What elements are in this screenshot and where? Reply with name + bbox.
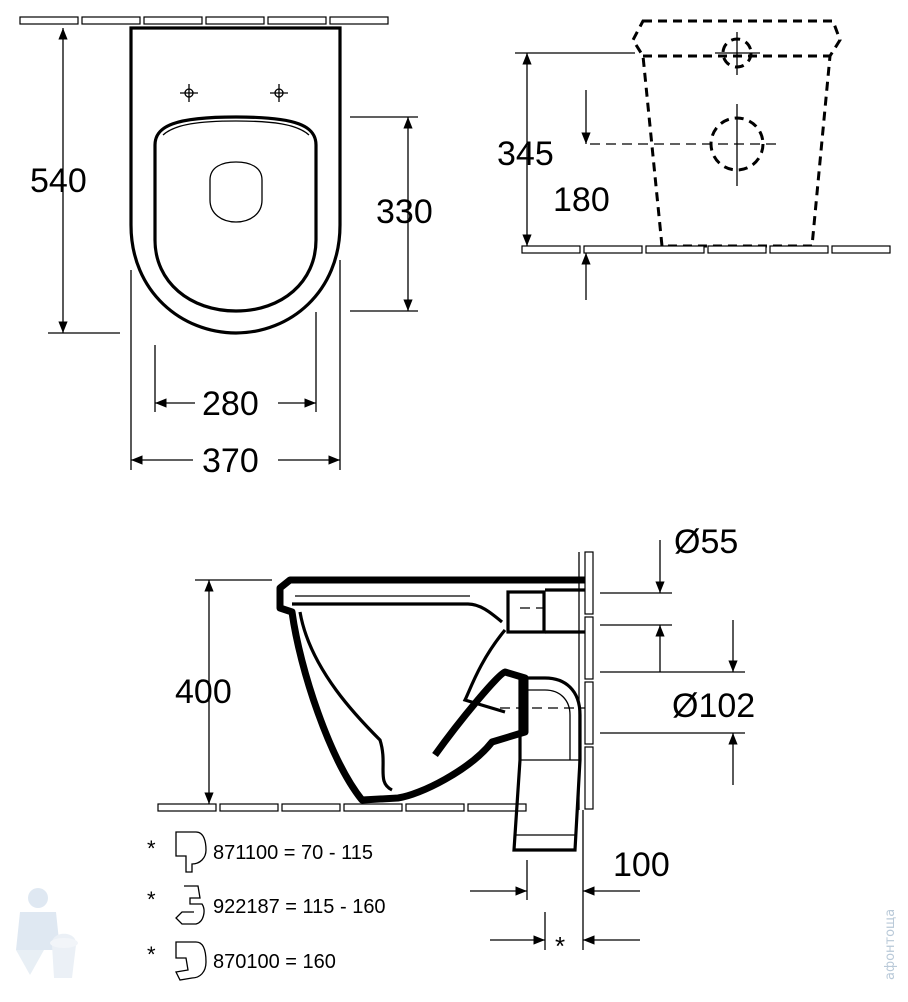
legend-marker: *	[147, 887, 156, 912]
asterisk-dimension-label: *	[555, 931, 565, 961]
rear-view: 345 180	[497, 19, 891, 300]
inlet-hole-marker	[715, 32, 760, 75]
plumber-logo-icon	[16, 888, 78, 978]
legend-item: * 870100 = 160	[147, 941, 336, 981]
pipe-elbow-offset-icon	[175, 885, 205, 925]
outer-width-dimension-label: 370	[202, 442, 259, 480]
fixing-marker-right	[270, 84, 288, 102]
floor-tiles-side	[157, 803, 527, 812]
offset-dimension-label: 100	[613, 846, 670, 884]
pipe-elbow-long-icon	[175, 941, 207, 981]
outlet-diameter-label: Ø102	[672, 687, 755, 725]
inlet-height-dimension-label: 345	[497, 135, 554, 173]
height-dimension-label: 400	[175, 673, 232, 711]
fixing-marker-left	[180, 84, 198, 102]
seat-outline-top	[153, 115, 318, 313]
outlet-height-dimension-label: 180	[553, 181, 610, 219]
floor-tiles-rear	[521, 245, 891, 254]
inlet-diameter-label: Ø55	[674, 523, 738, 561]
inner-width-dimension-label: 280	[202, 385, 259, 423]
top-view: 540 330 280 370	[19, 16, 433, 480]
outlet-hole-marker	[590, 104, 780, 186]
bowl-outline-top	[129, 26, 342, 335]
bowl-body-side	[276, 576, 585, 804]
wall-tiles-top	[19, 16, 389, 25]
inlet-spigot	[506, 590, 546, 634]
outlet-elbow-pipe	[500, 676, 585, 852]
legend-text: 922187 = 115 - 160	[213, 896, 386, 918]
rear-body-outline	[631, 19, 842, 248]
depth-dimension-label: 540	[30, 162, 87, 200]
legend: * 871100 = 70 - 115 * 922187 = 115 - 160…	[147, 831, 386, 981]
legend-item: * 922187 = 115 - 160	[147, 885, 386, 925]
bowl-opening-top	[209, 161, 263, 223]
legend-item: * 871100 = 70 - 115	[147, 831, 373, 873]
legend-marker: *	[147, 836, 156, 861]
legend-text: 871100 = 70 - 115	[213, 842, 373, 864]
legend-text: 870100 = 160	[213, 951, 336, 973]
pipe-elbow-short-icon	[175, 831, 207, 873]
seat-depth-dimension-label: 330	[376, 193, 433, 231]
vertical-watermark: афонтоща	[883, 909, 898, 980]
side-view: 400 Ø55 Ø102 100 *	[157, 523, 755, 961]
legend-marker: *	[147, 942, 156, 967]
wall-tiles-side	[584, 551, 594, 810]
